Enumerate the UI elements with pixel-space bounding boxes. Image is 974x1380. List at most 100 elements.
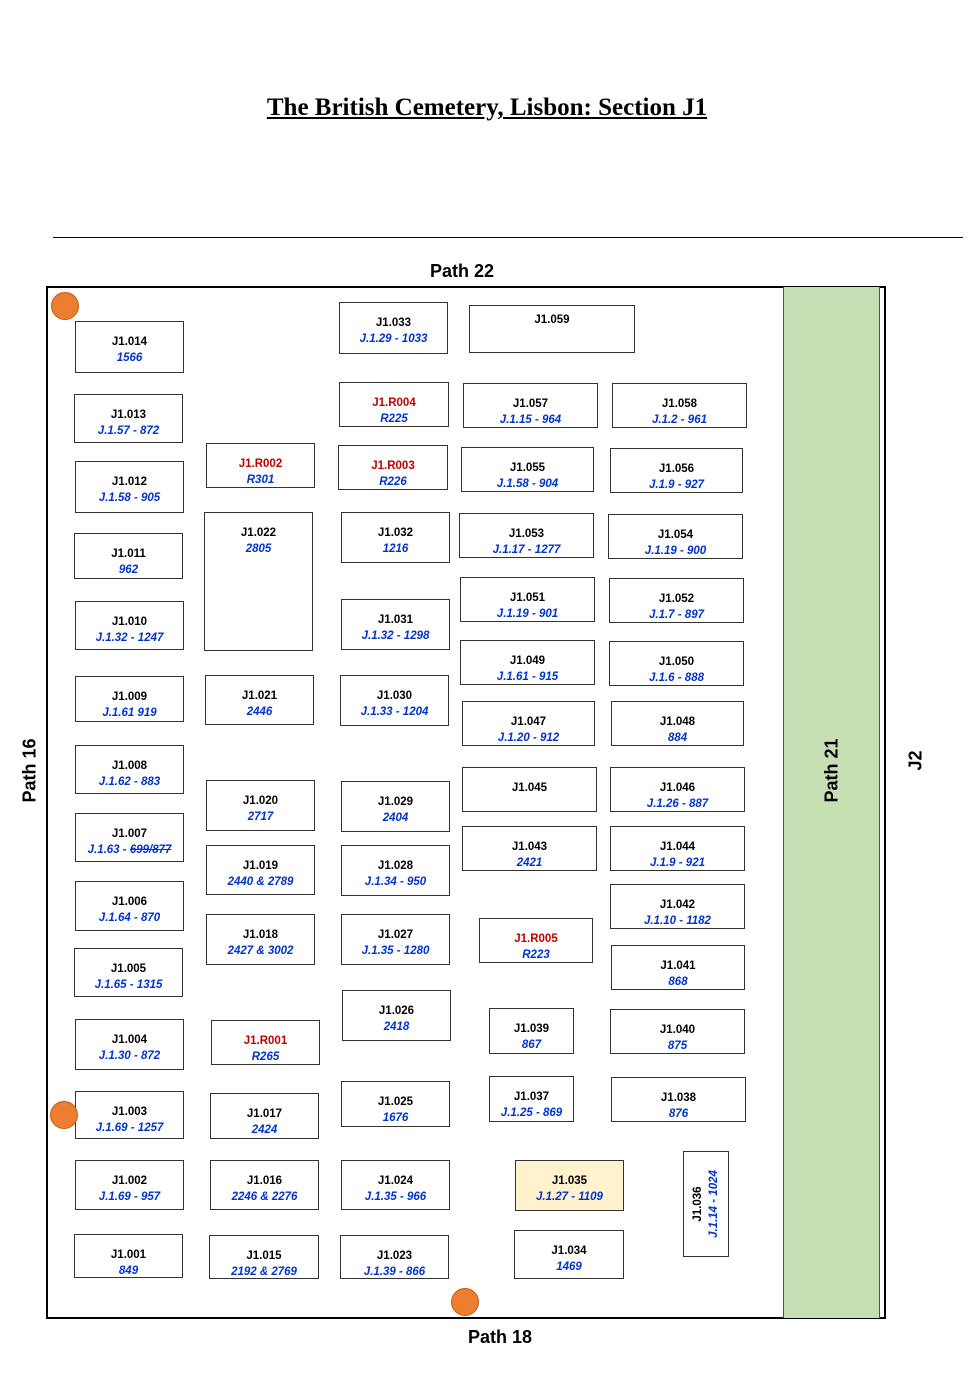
plot-ref: 2717 [247, 811, 274, 823]
plot-ref: 1216 [382, 543, 409, 555]
plot-j1-059[interactable]: J1.059 [469, 305, 635, 353]
plot-ref: J.1.6 - 888 [649, 672, 704, 684]
plot-id: J1.020 [242, 795, 279, 807]
plot-id: J1.R001 [243, 1035, 288, 1047]
plot-id: J1.037 [513, 1091, 550, 1103]
plot-j1-020[interactable]: J1.020 2717 [206, 780, 315, 831]
plot-id: J1.031 [377, 614, 414, 626]
plot-ref: R301 [246, 474, 275, 486]
plot-id: J1.002 [111, 1175, 148, 1187]
plot-ref: J.1.69 - 957 [98, 1191, 161, 1203]
plot-id: J1.044 [659, 841, 696, 853]
plot-ref: 2424 [251, 1124, 278, 1136]
plot-ref: J.1.32 - 1298 [361, 630, 430, 642]
plot-id: J1.048 [659, 716, 696, 728]
plot-ref: J.1.33 - 1204 [360, 706, 429, 718]
plot-ref: 876 [668, 1108, 689, 1120]
plot-id: J1.058 [661, 398, 698, 410]
plot-ref: 1566 [116, 352, 143, 364]
plot-ref: 884 [667, 732, 688, 744]
plot-id: J1.006 [111, 896, 148, 908]
plot-id: J1.023 [376, 1250, 413, 1262]
plot-j1-045[interactable]: J1.045 [462, 767, 597, 812]
plot-ref: J.1.19 - 900 [644, 545, 707, 557]
plot-id: J1.007 [111, 828, 148, 840]
plot-j1-014[interactable]: J1.014 1566 [75, 321, 184, 373]
plot-ref: 2404 [382, 812, 409, 824]
plot-ref: J.1.69 - 1257 [95, 1122, 164, 1134]
plot-ref: 1469 [556, 1261, 582, 1273]
plot-id: J1.045 [511, 782, 548, 794]
plot-j1-029[interactable]: J1.029 2404 [341, 781, 450, 832]
divider-line [53, 237, 963, 238]
plot-id: J1.029 [377, 796, 414, 808]
plot-j1-048[interactable]: J1.048 884 [611, 701, 744, 746]
plot-id: J1.025 [377, 1096, 414, 1108]
plot-ref: J.1.61 919 [102, 707, 157, 719]
plot-id: J1.009 [111, 691, 148, 703]
plot-id: J1.043 [511, 841, 548, 853]
orange-marker-bottom [451, 1288, 479, 1316]
plot-id: J1.054 [657, 529, 694, 541]
plot-id: J1.014 [111, 336, 148, 348]
